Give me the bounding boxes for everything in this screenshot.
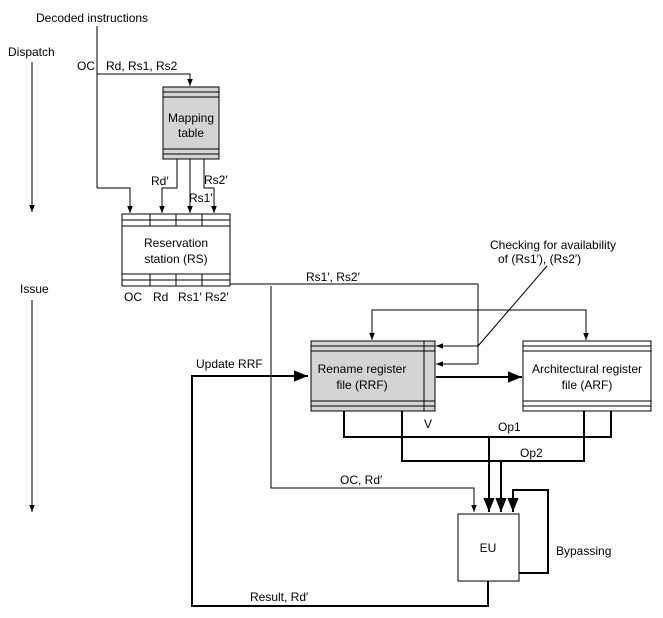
bypassing-loop-arrow — [507, 489, 549, 574]
reservation-station-label-2: station (RS) — [144, 252, 207, 266]
oc-rd-prime-label: OC, Rd′ — [340, 473, 383, 487]
rs-field-rd: Rd — [153, 290, 168, 304]
arf-label-1: Architectural register — [532, 362, 642, 376]
regs-to-mapping-arrow — [97, 73, 193, 86]
mapping-table: Mapping table — [162, 86, 220, 160]
execution-unit — [457, 513, 520, 582]
rs2-prime-arrow — [203, 159, 217, 213]
mapping-table-label-2: table — [178, 126, 204, 140]
eu-label: EU — [480, 541, 497, 555]
op2-label: Op2 — [520, 446, 543, 460]
rd-rs-input-label: Rd, Rs1, Rs2 — [106, 59, 178, 73]
rs-field-rs1: Rs1′ — [178, 290, 202, 304]
oc-to-rs-arrow — [97, 187, 133, 213]
rs-field-oc: OC — [124, 290, 142, 304]
rename-register-file: Rename register file (RRF) — [310, 340, 436, 412]
oc-input-label: OC — [77, 59, 95, 73]
rd-prime-label: Rd′ — [151, 174, 169, 188]
result-rd-prime-label: Result, Rd′ — [250, 590, 309, 604]
rs-field-rs2: Rs2′ — [205, 290, 229, 304]
rd-prime-arrow — [159, 159, 178, 213]
oc-rd-to-eu-arrow — [270, 286, 477, 512]
checking-label-1: Checking for availability — [490, 238, 616, 252]
rrf-arf-top-loop-arrow — [369, 309, 589, 340]
op2-bus — [401, 411, 585, 462]
op1-bus — [343, 411, 612, 438]
reservation-station: Reservation station (RS) — [121, 213, 231, 287]
arf-label-2: file (ARF) — [562, 378, 613, 392]
checking-pointer-line — [477, 265, 548, 347]
reservation-station-label-1: Reservation — [144, 236, 208, 250]
dispatch-label: Dispatch — [8, 45, 55, 59]
op1-label: Op1 — [498, 420, 521, 434]
update-rrf-label: Update RRF — [196, 357, 263, 371]
valid-bit-label: V — [424, 417, 432, 431]
architectural-register-file: Architectural register file (ARF) — [522, 340, 652, 412]
issue-label: Issue — [20, 282, 49, 296]
rs1-prime-label: Rs1′ — [189, 191, 213, 205]
rrf-label-2: file (RRF) — [336, 378, 387, 392]
rrf-label-1: Rename register — [318, 362, 407, 376]
checking-label-2: of (Rs1′), (Rs2′) — [498, 252, 581, 266]
rs1-rs2-prime-label: Rs1′, Rs2′ — [306, 270, 361, 284]
rs2-prime-label: Rs2′ — [204, 173, 228, 187]
result-writeback-arrow — [191, 370, 489, 607]
bypassing-label: Bypassing — [556, 544, 611, 558]
mapping-table-label-1: Mapping — [168, 111, 214, 125]
decoded-instructions-label: Decoded instructions — [36, 11, 148, 25]
